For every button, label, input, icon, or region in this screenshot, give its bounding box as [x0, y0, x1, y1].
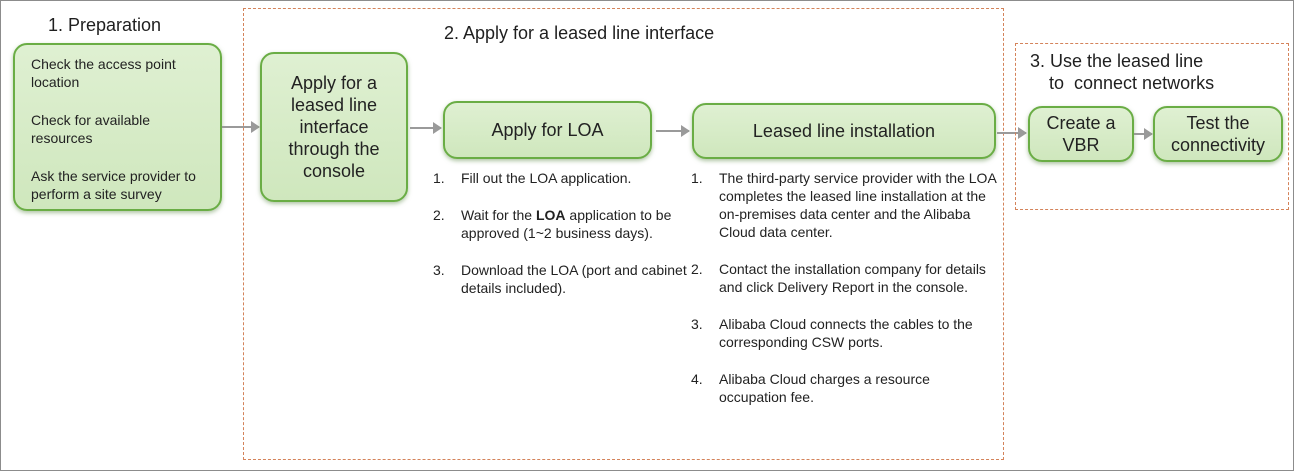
use-section-title-line2: to connect networks: [1049, 73, 1215, 93]
apply-section-frame: [243, 8, 1004, 460]
prep-item-access-point: Check the access point location: [31, 56, 176, 90]
console-apply-label: Apply for a leased line interface throug…: [288, 73, 380, 181]
test-connectivity-box: Test the connectivity: [1153, 106, 1283, 162]
install-step: 3. Alibaba Cloud connects the cables to …: [691, 316, 973, 350]
loa-step: 2. Wait for the LOA application to be ap…: [433, 207, 672, 241]
install-step: 1. The third-party service provider with…: [691, 170, 997, 240]
use-section-title-line1: 3. Use the leased line: [1030, 51, 1204, 71]
preparation-title: 1. Preparation: [48, 15, 162, 35]
loa-step: 3. Download the LOA (port and cabinet de…: [433, 262, 687, 296]
create-vbr-label: Create a VBR: [1046, 113, 1116, 155]
install-steps-list: 1. The third-party service provider with…: [691, 169, 1001, 425]
install-step: 4. Alibaba Cloud charges a resource occu…: [691, 371, 930, 405]
loa-step: 1. Fill out the LOA application.: [433, 170, 632, 186]
console-apply-box: Apply for a leased line interface throug…: [260, 52, 408, 202]
arrow-loa-to-install: [656, 125, 690, 137]
arrow-vbr-to-test: [1134, 128, 1153, 140]
apply-section-title: 2. Apply for a leased line interface: [444, 23, 715, 43]
loa-box: Apply for LOA: [443, 101, 652, 159]
install-step: 2. Contact the installation company for …: [691, 261, 986, 295]
create-vbr-box: Create a VBR: [1028, 106, 1134, 162]
test-connectivity-label: Test the connectivity: [1170, 113, 1266, 155]
prep-item-resources: Check for available resources: [31, 112, 151, 146]
loa-steps-list: 1. Fill out the LOA application. 2. Wait…: [433, 169, 689, 316]
arrow-install-to-vbr: [997, 127, 1027, 139]
preparation-box: Check the access point location Check fo…: [13, 43, 222, 211]
prep-item-site-survey: Ask the service provider to perform a si…: [31, 168, 196, 202]
installation-box-label: Leased line installation: [752, 121, 936, 141]
installation-box: Leased line installation: [692, 103, 996, 159]
arrow-console-to-loa: [410, 122, 442, 134]
use-section-frame: [1015, 43, 1289, 210]
arrow-prep-to-console: [222, 121, 260, 133]
loa-box-label: Apply for LOA: [491, 120, 604, 140]
